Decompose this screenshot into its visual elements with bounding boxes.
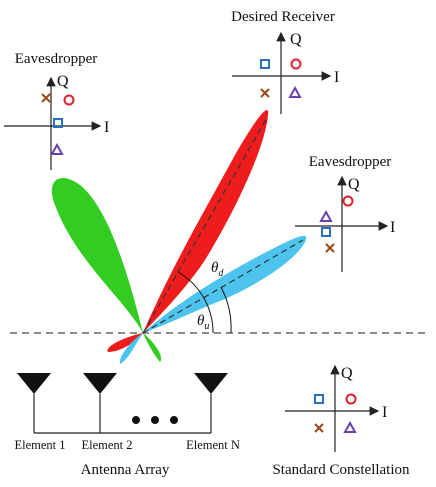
i-axis-label: I bbox=[390, 219, 395, 236]
antenna-element-2 bbox=[83, 373, 117, 433]
desired-receiver-constellation: Desired Receiver Q I bbox=[231, 9, 339, 114]
standard-constellation-title: Standard Constellation bbox=[272, 462, 410, 478]
triangle-symbol bbox=[319, 209, 333, 222]
triangle-symbol bbox=[288, 85, 302, 98]
green-lobe bbox=[51, 177, 143, 333]
triangle-symbol bbox=[343, 420, 357, 433]
square-symbol bbox=[53, 118, 63, 128]
standard-constellation: Q I Standard Constellation bbox=[272, 364, 410, 478]
circle-symbol bbox=[342, 195, 354, 207]
element-1-label: Element 1 bbox=[14, 438, 65, 452]
circle-symbol bbox=[63, 94, 75, 106]
eavesdropper-left-title: Eavesdropper bbox=[15, 51, 97, 67]
desired-receiver-title: Desired Receiver bbox=[231, 9, 335, 25]
radiation-pattern bbox=[51, 109, 307, 364]
q-axis-label: Q bbox=[57, 73, 69, 90]
ellipsis-dots bbox=[132, 416, 178, 424]
green-back-lobe bbox=[143, 333, 162, 362]
circle-symbol bbox=[290, 58, 302, 70]
i-axis-label: I bbox=[104, 119, 109, 136]
i-axis-label: I bbox=[334, 69, 339, 86]
element-2-label: Element 2 bbox=[81, 438, 132, 452]
circle-symbol bbox=[345, 393, 357, 405]
theta-u-arc bbox=[220, 286, 232, 334]
eavesdropper-left-constellation: Eavesdropper Q I bbox=[4, 51, 109, 170]
eavesdropper-direction-line bbox=[142, 239, 304, 334]
eavesdropper-right-constellation: Eavesdropper Q I bbox=[295, 154, 395, 272]
antenna-array-title: Antenna Array bbox=[81, 462, 170, 478]
blue-lobe bbox=[143, 235, 307, 333]
desired-direction-line bbox=[142, 117, 268, 334]
triangle-symbol bbox=[50, 142, 64, 155]
eavesdropper-right-title: Eavesdropper bbox=[309, 154, 391, 170]
blue-back-lobe bbox=[119, 333, 143, 364]
antenna-element-1 bbox=[17, 373, 51, 433]
q-axis-label: Q bbox=[348, 176, 360, 193]
red-lobe bbox=[143, 109, 269, 333]
element-n-label: Element N bbox=[186, 438, 240, 452]
square-symbol bbox=[260, 59, 270, 69]
square-symbol bbox=[321, 227, 331, 237]
i-axis-label: I bbox=[382, 404, 387, 421]
q-axis-label: Q bbox=[290, 31, 302, 48]
cross-symbol bbox=[260, 88, 270, 98]
cross-symbol bbox=[314, 423, 324, 433]
antenna-element-n bbox=[194, 373, 228, 433]
red-back-lobe bbox=[107, 333, 143, 352]
cross-symbol bbox=[325, 243, 335, 253]
theta-d-label: θd bbox=[211, 260, 224, 279]
antenna-array: Element 1 Element 2 Element N Antenna Ar… bbox=[14, 373, 240, 478]
cross-symbol bbox=[41, 93, 51, 103]
theta-d-arc bbox=[177, 271, 214, 334]
square-symbol bbox=[314, 394, 324, 404]
q-axis-label: Q bbox=[341, 365, 353, 382]
theta-u-label: θu bbox=[197, 313, 209, 332]
